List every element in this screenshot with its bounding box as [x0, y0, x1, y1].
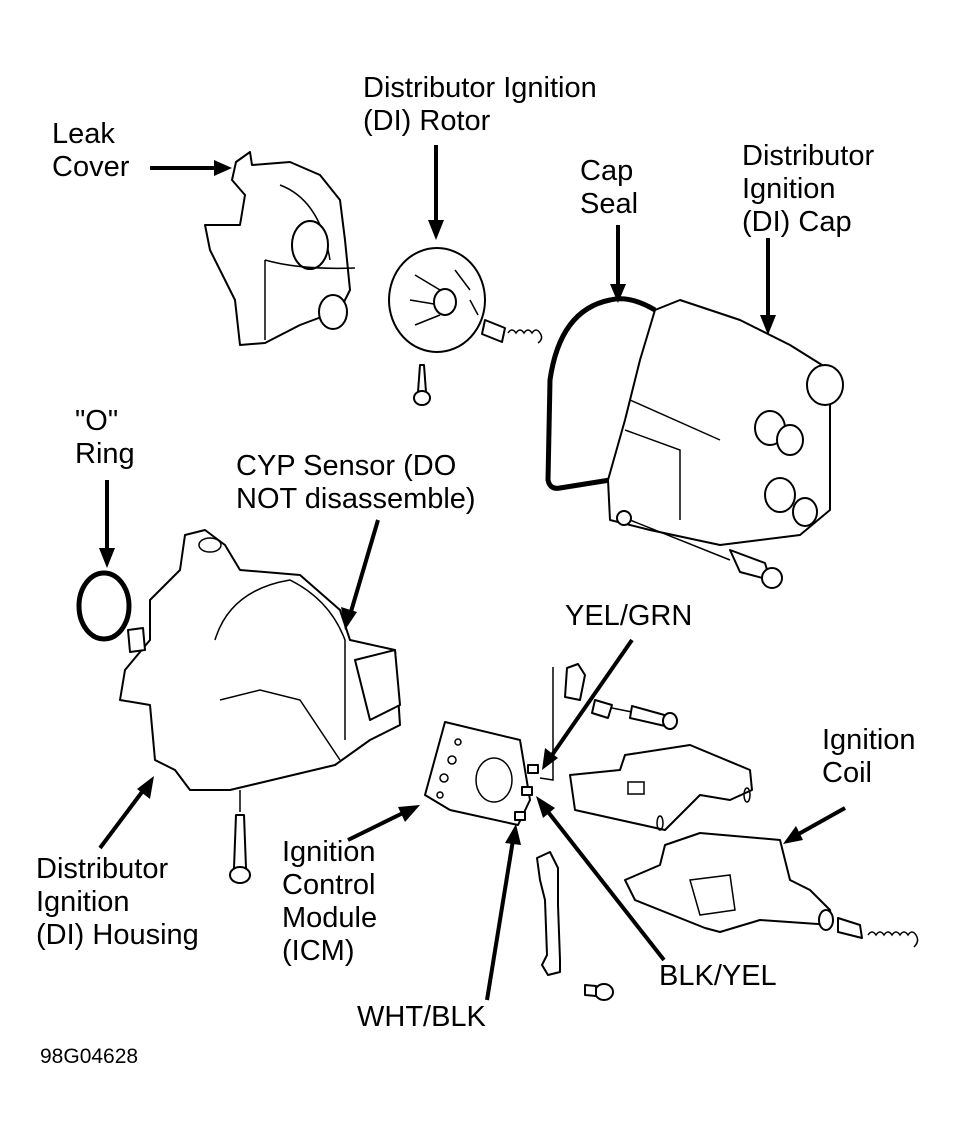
- arrow-di-cap: [760, 238, 776, 335]
- arrow-rotor: [428, 145, 444, 240]
- di-housing-part: [119, 529, 401, 884]
- rotor-part: [388, 247, 486, 406]
- label-di-housing: Distributor Ignition (DI) Housing: [36, 853, 199, 951]
- arrow-o-ring: [99, 480, 115, 568]
- label-di-rotor: Distributor Ignition (DI) Rotor: [363, 72, 597, 137]
- arrow-blk-yel: [536, 796, 666, 962]
- label-wht-blk: WHT/BLK: [357, 1001, 486, 1033]
- label-yel-grn: YEL/GRN: [565, 600, 693, 632]
- label-cap-seal: Cap Seal: [580, 155, 639, 220]
- leak-cover-part: [204, 151, 356, 346]
- arrow-leak-cover: [150, 160, 232, 176]
- arrow-icm: [347, 805, 420, 842]
- icm-cover-part: [569, 744, 753, 831]
- o-ring-part: [76, 570, 132, 642]
- label-leak-cover: Leak Cover: [52, 118, 130, 183]
- label-cyp-sensor: CYP Sensor (DO NOT disassemble): [236, 450, 476, 515]
- figure-id: 98G04628: [40, 1045, 139, 1068]
- label-icm: Ignition Control Module (ICM): [282, 836, 378, 967]
- ignition-coil-part: [624, 832, 919, 948]
- ground-strap-part: [536, 851, 614, 1001]
- arrow-yel-grn: [542, 638, 634, 770]
- icm-part: [424, 667, 554, 826]
- label-blk-yel: BLK/YEL: [659, 960, 777, 992]
- arrow-wht-blk: [485, 824, 521, 1001]
- cap-seal-part: [545, 296, 657, 491]
- arrow-cyp-sensor: [341, 519, 380, 630]
- label-di-cap: Distributor Ignition (DI) Cap: [742, 140, 875, 238]
- di-cap-part: [607, 299, 844, 589]
- arrow-di-housing: [98, 776, 154, 850]
- label-o-ring: "O" Ring: [75, 405, 135, 470]
- arrow-cap-seal: [610, 225, 626, 303]
- clip-screw: [564, 663, 678, 730]
- label-ignition-coil: Ignition Coil: [822, 724, 916, 789]
- arrow-ignition-coil: [783, 806, 846, 844]
- rotor-pin-spring: [481, 319, 543, 344]
